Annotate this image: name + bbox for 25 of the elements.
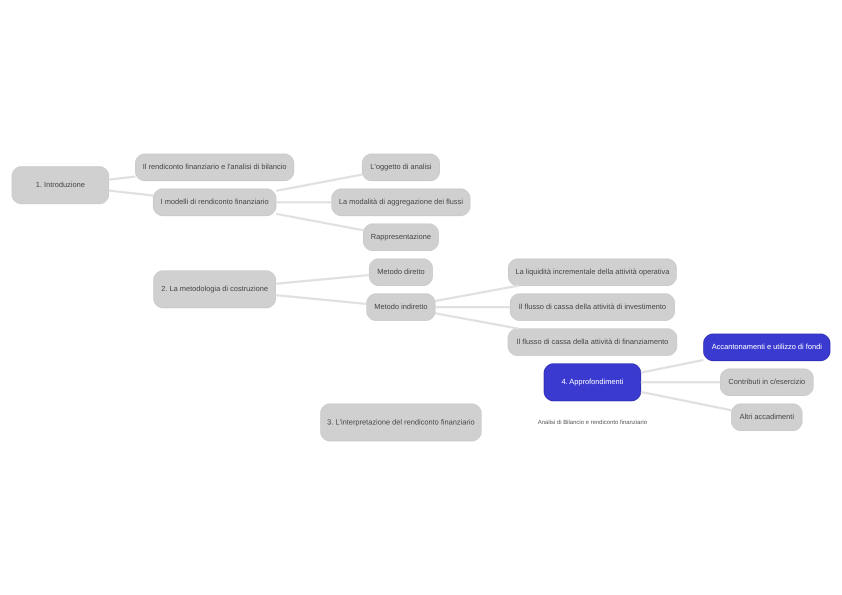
node-box: Altri accadimenti [731,403,802,431]
node-box: La modalità di aggregazione dei flussi [331,188,470,216]
node-box: 3. L'interpretazione del rendiconto finanziario [320,403,482,442]
connector [108,175,136,181]
node-box: Rappresentazione [363,224,439,252]
node-box: Metodo diretto [368,258,433,286]
node-box: 4. Approfondimenti [544,363,642,402]
connector [276,212,364,232]
node-box: 1. Introduzione [12,166,110,204]
node-box: Il rendiconto finanziario e l'analisi di bilancio [135,154,294,182]
connector [640,390,732,412]
connector [276,274,370,285]
node-box: Contributi in c/esercizio [720,368,814,396]
node-box: Accantonamenti e utilizzo di fondi [703,334,830,362]
connector [276,294,367,306]
connector [640,358,704,374]
node-box: L'oggetto di analisi [362,154,440,182]
connector [276,173,362,192]
node-box: Metodo indiretto [366,293,436,321]
node-box: 2. La metodologia di costruzione [153,270,276,308]
node-box: Il flusso di cassa della attività di investimento [510,293,675,321]
node-box: La liquidità incrementale della attività operativa [508,258,677,286]
node-box: Il flusso di cassa della attività di finanziamento [508,328,678,356]
node-box: I modelli di rendiconto finanziario [152,188,276,216]
connector [108,189,154,197]
